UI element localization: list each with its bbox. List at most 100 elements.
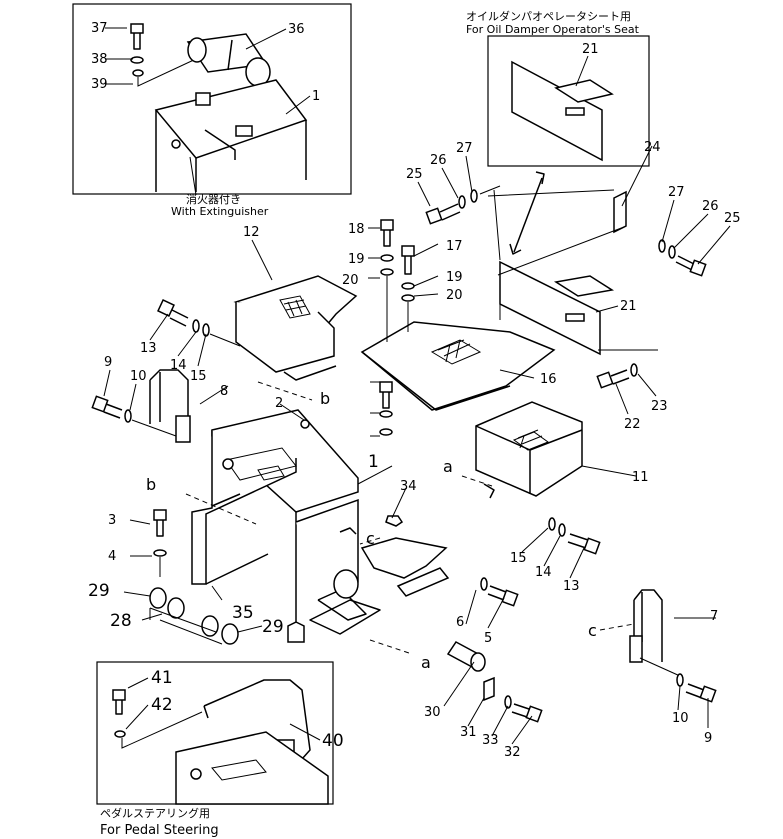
letter-b-upper: b	[320, 389, 330, 408]
inset-extinguisher: 37 38 39 36 1 消火器付き With Extinguisher	[72, 3, 352, 218]
washer-38	[130, 56, 144, 64]
callout-labels: 12 18 19 20 17 19 20 25 26 27 24 27 26 2…	[88, 140, 741, 760]
label-26-left: 26	[430, 153, 447, 168]
bracket-21-inset	[511, 60, 614, 162]
inset-oil-damper: オイルダンパオペレータシート用 For Oil Damper Operator'…	[466, 9, 650, 167]
inset-frame	[487, 35, 650, 167]
label-28: 28	[110, 611, 132, 631]
label-13-right: 13	[563, 579, 580, 594]
label-27-left: 27	[456, 141, 473, 156]
label-32: 32	[504, 745, 521, 760]
bolt-5	[480, 577, 519, 607]
bolt-13-right	[548, 517, 601, 555]
alignment-letters: b b a a c c	[146, 389, 597, 672]
pedal-caption-en: For Pedal Steering	[100, 823, 219, 838]
letter-c-right: c	[588, 621, 597, 640]
label-37: 37	[91, 21, 108, 36]
align-c-console	[359, 537, 381, 545]
extinguisher-caption-jp: 消火器付き	[186, 192, 241, 206]
letter-c-console: c	[366, 529, 375, 548]
label-33: 33	[482, 733, 499, 748]
plate-16	[360, 321, 556, 411]
align-b-left	[185, 493, 257, 525]
label-9-right: 9	[704, 731, 712, 746]
bolt-22	[596, 363, 638, 389]
label-5: 5	[484, 631, 492, 646]
label-36: 36	[288, 22, 305, 37]
bolt-13-left	[157, 299, 241, 347]
label-19b: 19	[446, 270, 463, 285]
label-11: 11	[632, 470, 649, 485]
oil-damper-caption-en: For Oil Damper Operator's Seat	[466, 23, 640, 36]
label-18: 18	[348, 222, 365, 237]
bolt-18-lower	[379, 381, 393, 436]
leader-lines	[123, 145, 716, 745]
align-c-right	[599, 623, 635, 631]
bolt-41	[112, 689, 203, 749]
label-14-left: 14	[170, 358, 187, 373]
console-inset-1	[154, 79, 308, 192]
label-20b: 20	[446, 288, 463, 303]
label-9-left: 9	[104, 355, 112, 370]
label-16: 16	[540, 372, 557, 387]
label-20: 20	[342, 273, 359, 288]
bolt-32	[504, 695, 543, 723]
cover-11	[475, 401, 583, 499]
label-31: 31	[460, 725, 477, 740]
label-17: 17	[446, 239, 463, 254]
label-2: 2	[275, 396, 283, 411]
label-15-left: 15	[190, 369, 207, 384]
console-1	[191, 409, 381, 643]
clip-31	[483, 676, 495, 702]
align-a-top	[461, 475, 493, 487]
label-7: 7	[710, 609, 718, 624]
bolt-25-right	[658, 239, 707, 277]
label-38: 38	[91, 52, 108, 67]
inset-pedal-steering: 41 42 40 ペダルステアリング用 For Pedal Steering	[96, 661, 344, 838]
handle-8	[149, 369, 191, 443]
bolt-3	[153, 509, 167, 577]
bolt-25-left	[425, 185, 501, 225]
inset-frame	[72, 3, 352, 195]
oil-damper-caption-jp: オイルダンパオペレータシート用	[466, 9, 631, 23]
bolt-37	[130, 23, 144, 50]
label-30: 30	[424, 705, 441, 720]
label-1-inset: 1	[312, 89, 320, 104]
label-29-right: 29	[262, 617, 284, 637]
pin-30	[446, 641, 486, 672]
label-25-right: 25	[724, 211, 741, 226]
bolt-9-right	[676, 673, 717, 703]
label-15-right: 15	[510, 551, 527, 566]
label-29-left: 29	[88, 581, 110, 601]
label-23: 23	[651, 399, 668, 414]
label-3: 3	[108, 513, 116, 528]
label-34: 34	[400, 479, 417, 494]
extinguisher-caption-en: With Extinguisher	[171, 205, 269, 218]
label-42: 42	[151, 695, 173, 715]
label-27-right: 27	[668, 185, 685, 200]
washer-39	[132, 69, 144, 77]
handle-7	[629, 589, 681, 677]
label-1: 1	[368, 452, 379, 472]
label-40: 40	[322, 731, 344, 751]
bolt-18-upper	[380, 219, 394, 342]
label-41: 41	[151, 668, 173, 688]
label-12: 12	[243, 225, 260, 240]
label-22: 22	[624, 417, 641, 432]
extinguisher-36	[186, 33, 271, 87]
label-24: 24	[644, 140, 661, 155]
label-10-right: 10	[672, 711, 689, 726]
label-6: 6	[456, 615, 464, 630]
bushings-28-29	[149, 587, 239, 645]
label-39: 39	[91, 77, 108, 92]
bolt-17	[401, 245, 415, 332]
label-10-left: 10	[130, 369, 147, 384]
align-b-right	[257, 381, 313, 401]
bolt-9-left	[91, 395, 177, 437]
label-13-left: 13	[140, 341, 157, 356]
label-14-right: 14	[535, 565, 552, 580]
pedal-caption-jp: ペダルステアリング用	[100, 806, 210, 820]
label-8: 8	[220, 384, 228, 399]
